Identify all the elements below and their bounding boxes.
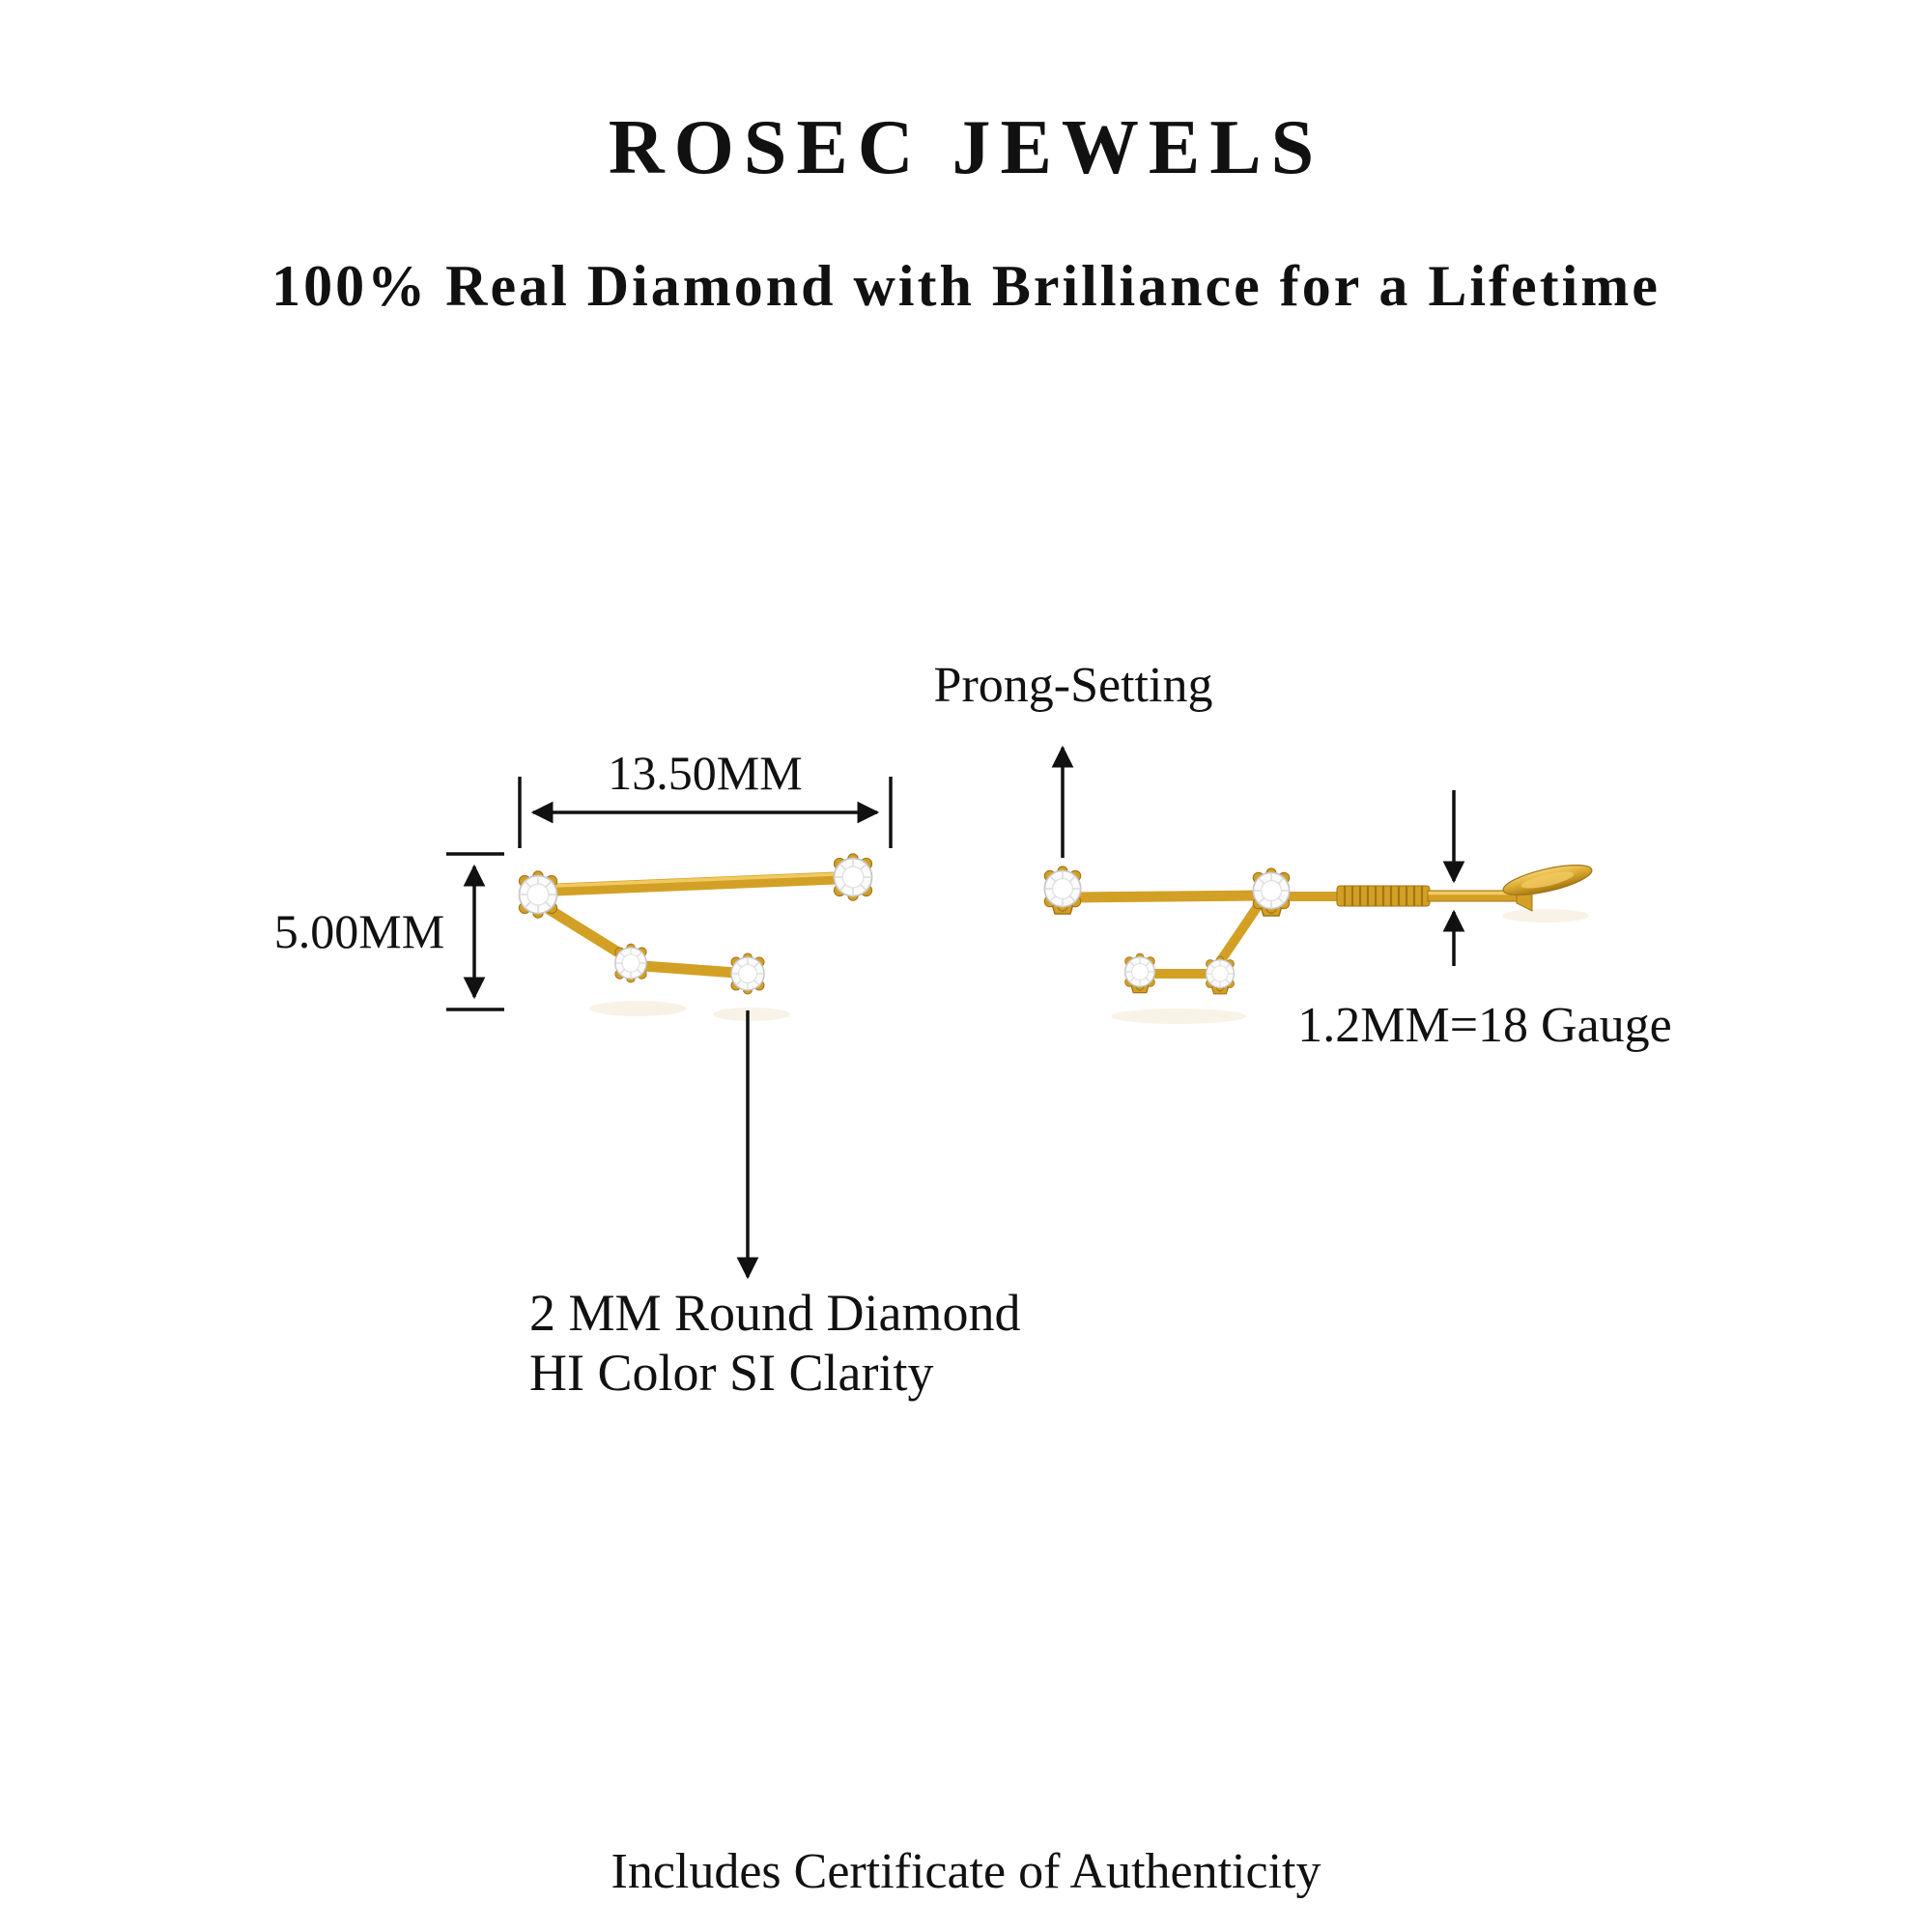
diamond-gem [730, 952, 765, 995]
diamond-spec-line1: 2 MM Round Diamond [529, 1284, 1021, 1342]
dimension-annotations [446, 745, 1465, 1280]
diamond-gem [1205, 955, 1236, 992]
diamond-spec-label: 2 MM Round Diamond HI Color SI Clarity [529, 1283, 1021, 1403]
prong-setting-label: Prong-Setting [933, 658, 1213, 713]
diamond-gem [1124, 952, 1155, 991]
width-dimension-label: 13.50MM [608, 746, 803, 800]
earring-front-view [518, 852, 873, 995]
diamond-gem [833, 852, 873, 902]
height-dimension-label: 5.00MM [273, 904, 445, 958]
brand-title: ROSEC JEWELS [608, 105, 1324, 190]
diamond-gem [614, 943, 647, 983]
labret-disc [1502, 864, 1593, 896]
threaded-post [1336, 880, 1533, 912]
diamond-spec-line2: HI Color SI Clarity [529, 1344, 934, 1402]
gauge-label: 1.2MM=18 Gauge [1297, 998, 1672, 1053]
diamond-gem [1252, 867, 1291, 914]
diamond-gem [1043, 866, 1082, 912]
certificate-note: Includes Certificate of Authenticity [611, 1844, 1321, 1899]
reflection-shadows [589, 909, 1589, 1024]
earring-side-view [1043, 864, 1593, 995]
tagline: 100% Real Diamond with Brilliance for a … [271, 254, 1661, 318]
diamond-gem [518, 869, 558, 920]
